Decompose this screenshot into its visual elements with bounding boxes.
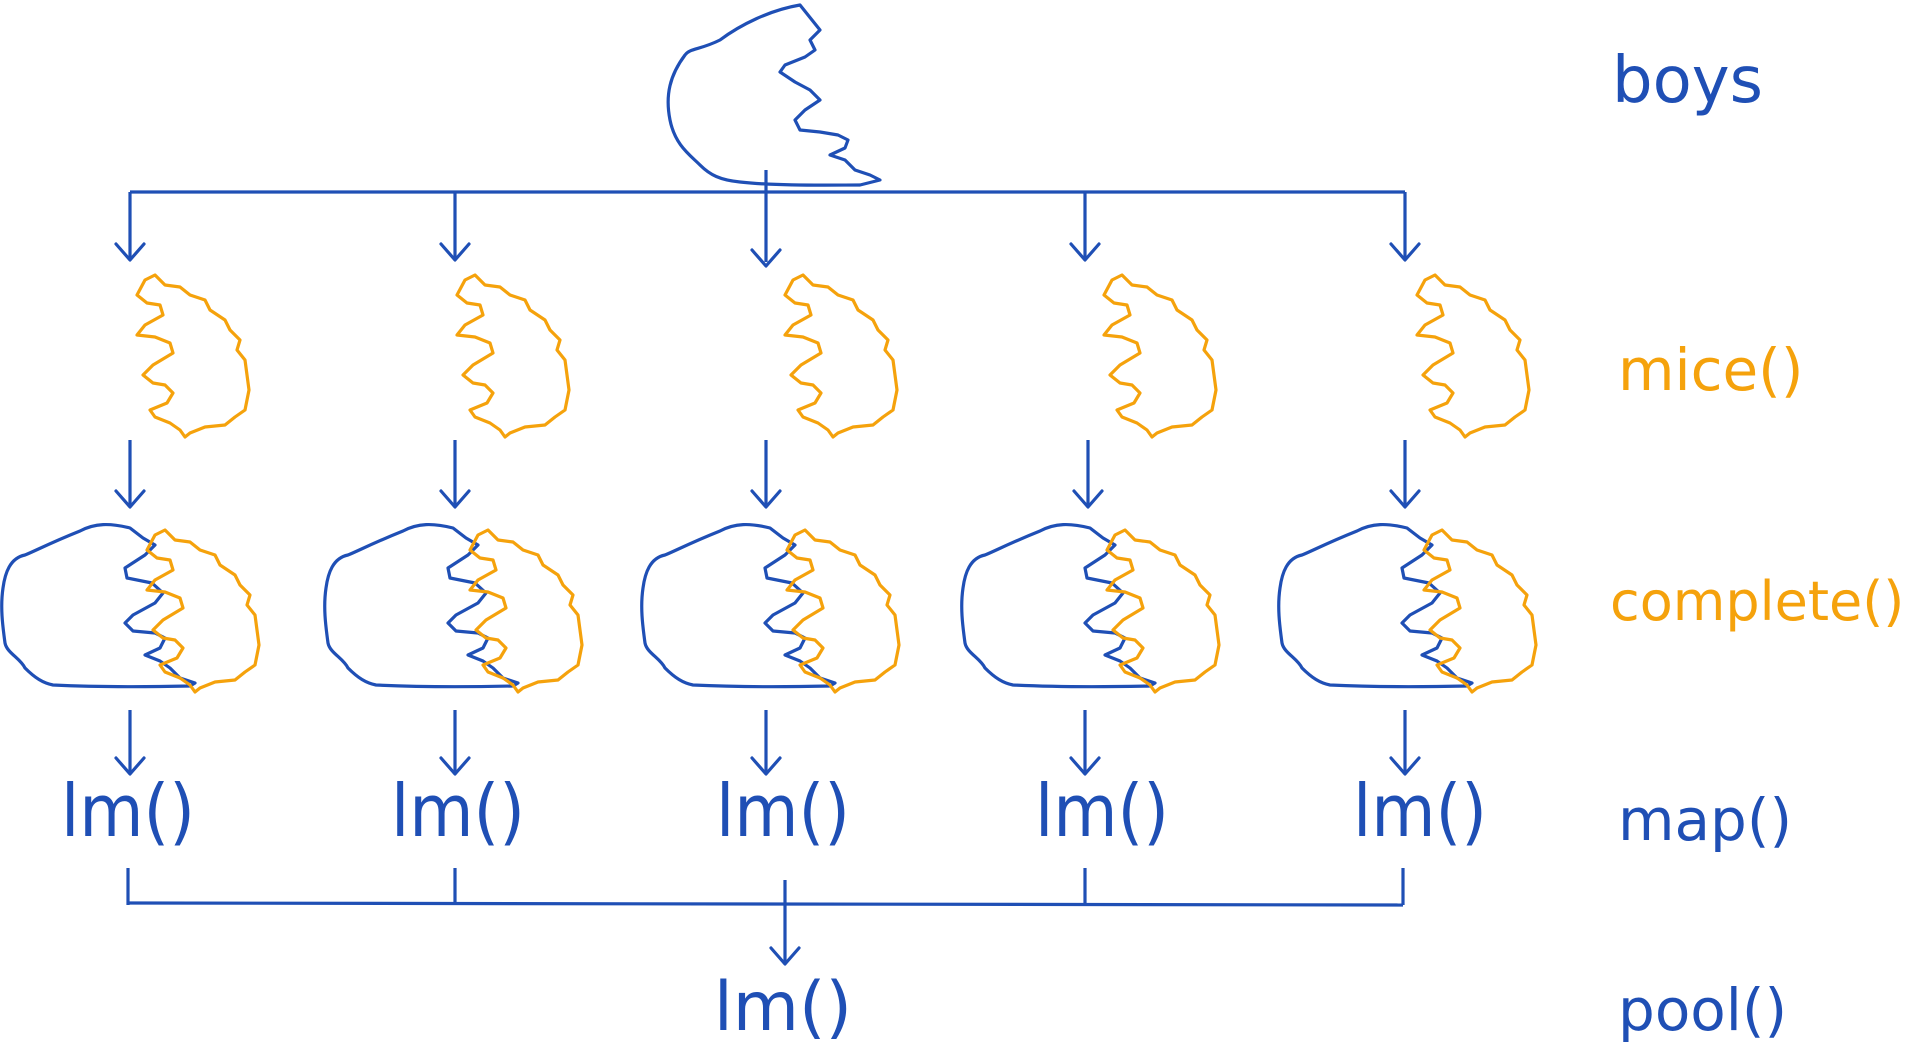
arrows-to-completed <box>114 440 1421 509</box>
label-impute: mice() <box>1618 336 1803 404</box>
completed-dataset-5 <box>1277 522 1538 694</box>
label-dataset: boys <box>1612 44 1763 118</box>
imputation-1 <box>135 273 251 439</box>
label-pool: pool() <box>1618 976 1787 1044</box>
completed-dataset-1 <box>0 522 261 694</box>
label-complete: complete() <box>1610 570 1904 633</box>
pool-connector <box>126 868 1405 966</box>
model-label-4: lm() <box>1035 770 1169 854</box>
model-label-3: lm() <box>716 770 850 854</box>
imputation-5 <box>1415 273 1531 439</box>
model-label-1: lm() <box>61 770 195 854</box>
model-label-5: lm() <box>1353 770 1487 854</box>
model-label-2: lm() <box>391 770 525 854</box>
original-dataset-blob <box>666 3 882 187</box>
imputation-3 <box>783 273 899 439</box>
imputation-2 <box>455 273 571 439</box>
arrows-to-models <box>114 710 1421 776</box>
pooled-model-label: lm() <box>714 968 852 1047</box>
imputation-4 <box>1102 273 1218 439</box>
completed-dataset-3 <box>640 522 901 694</box>
completed-dataset-4 <box>960 522 1221 694</box>
completed-dataset-2 <box>323 522 584 694</box>
label-map: map() <box>1618 786 1792 854</box>
branch-connector <box>114 170 1421 268</box>
